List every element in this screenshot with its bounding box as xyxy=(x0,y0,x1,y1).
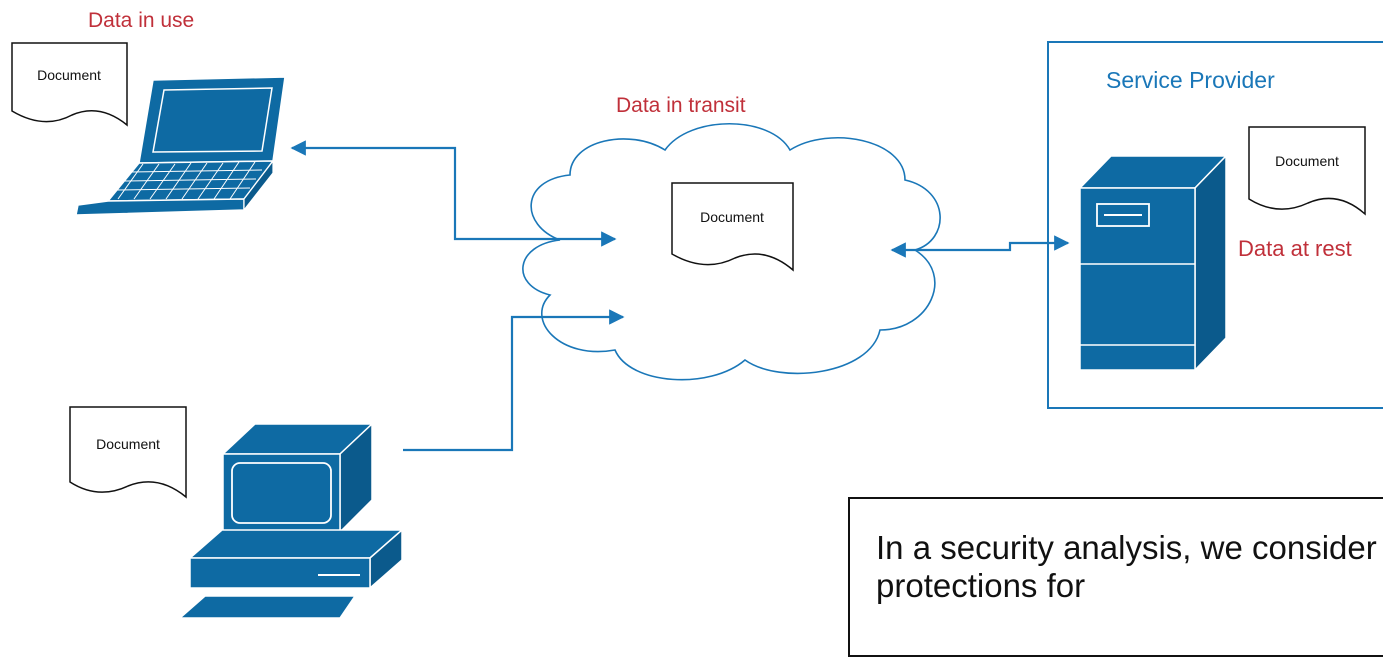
desktop-cloud-connection xyxy=(403,309,625,452)
desktop-computer-icon xyxy=(178,422,404,618)
server-document: Document xyxy=(1248,126,1366,216)
cloud-server-connection xyxy=(890,235,1070,258)
laptop-document-label: Document xyxy=(37,67,101,83)
data-in-transit-label: Data in transit xyxy=(616,94,746,117)
data-at-rest-label: Data at rest xyxy=(1238,236,1352,261)
data-in-use-label: Data in use xyxy=(88,9,195,32)
cloud-document-label: Document xyxy=(700,209,764,225)
server-icon xyxy=(1078,154,1228,372)
laptop-cloud-connection xyxy=(290,140,617,247)
desktop-document: Document xyxy=(69,406,187,499)
note-box: In a security analysis, we consider prot… xyxy=(848,497,1383,657)
laptop-icon xyxy=(75,76,286,216)
data-states-diagram: Document Document Document Document xyxy=(11,41,1383,618)
laptop-document: Document xyxy=(11,42,128,127)
cloud-document: Document xyxy=(671,182,794,272)
server-document-label: Document xyxy=(1275,153,1339,169)
desktop-document-label: Document xyxy=(96,436,160,452)
service-provider-frame xyxy=(1047,41,1383,409)
service-provider-label: Service Provider xyxy=(1106,67,1275,93)
note-text: In a security analysis, we consider prot… xyxy=(876,529,1377,604)
